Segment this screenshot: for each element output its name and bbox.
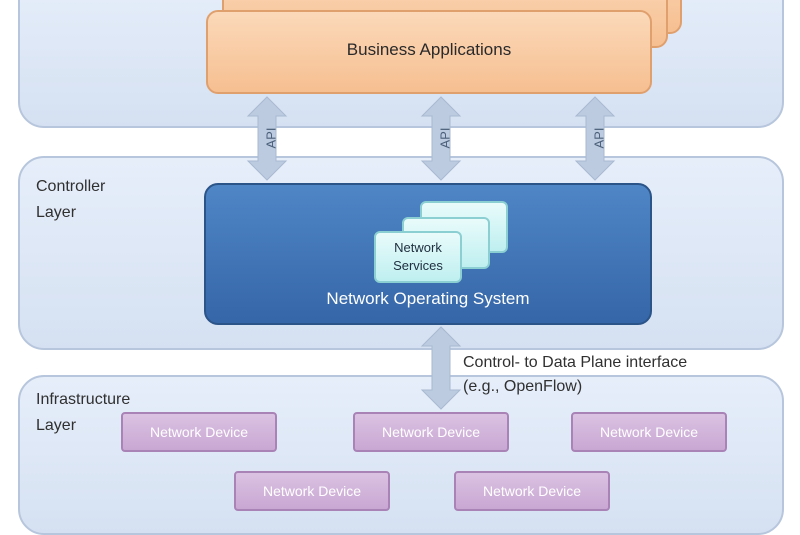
- network-device: Network Device: [121, 412, 277, 452]
- network-operating-system-label: Network Operating System: [326, 289, 530, 308]
- control-data-plane-interface-label: Control- to Data Plane interface (e.g., …: [463, 354, 688, 395]
- network-operating-system: Network Services Network Operating Syste…: [204, 183, 652, 325]
- network-services-label: Network Services: [393, 240, 443, 273]
- api-arrow-left: [246, 96, 288, 181]
- api-arrow-right: [574, 96, 616, 181]
- business-applications-label: Business Applications: [346, 40, 512, 59]
- api-label: API: [591, 128, 606, 149]
- api-arrow-middle: [420, 96, 462, 181]
- api-label: API: [263, 128, 278, 149]
- connector-arrows: API API API: [246, 96, 616, 410]
- network-device: Network Device: [353, 412, 509, 452]
- business-app-card-front: Business Applications: [206, 10, 652, 94]
- infrastructure-layer-label: Infrastructure Layer: [36, 391, 131, 434]
- control-data-plane-arrow: [420, 326, 462, 410]
- network-device: Network Device: [571, 412, 727, 452]
- controller-layer-label: Controller Layer: [36, 178, 106, 221]
- network-service-card-front: Network Services: [374, 231, 462, 283]
- api-label: API: [437, 128, 452, 149]
